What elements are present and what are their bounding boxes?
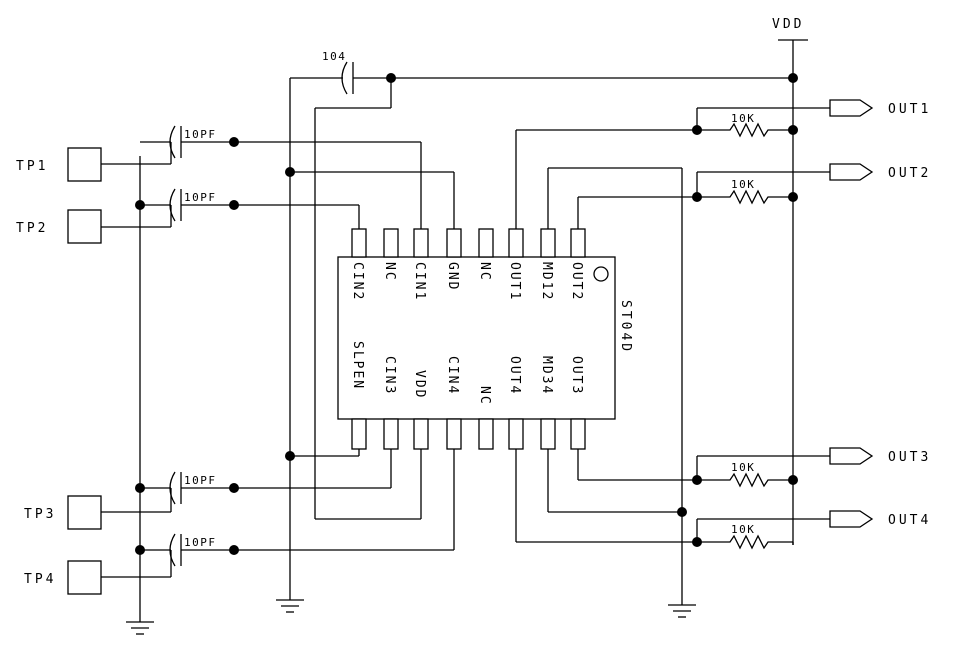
pin-label-out3: OUT3 (569, 356, 584, 395)
pin-label-md12: MD12 (539, 262, 554, 301)
junction-dots (135, 73, 798, 555)
output-port-out4 (829, 510, 874, 528)
pin-label-out2: OUT2 (569, 262, 584, 301)
sense-cap-1: 10PF (140, 125, 421, 164)
svg-text:10K: 10K (731, 461, 755, 474)
svg-text:10K: 10K (731, 523, 755, 536)
ic-st04d: ST04D (337, 256, 633, 420)
svg-text:10PF: 10PF (184, 191, 217, 204)
svg-text:TP4: TP4 (24, 572, 56, 587)
pin-label-cin3: CIN3 (382, 356, 397, 395)
ic-bottom-pin-labels: SLPEN CIN3 VDD CIN4 NC OUT4 MD34 OUT3 (350, 341, 584, 406)
left-ground-bus (126, 156, 154, 635)
touch-pad-tp1: TP1 (16, 147, 171, 182)
gnd-net-ground (276, 599, 304, 613)
pin-label-vdd: VDD (412, 370, 427, 399)
vdd-rail: VDD (772, 17, 808, 545)
vdd-label: VDD (772, 17, 804, 32)
pullup-out3: 10K OUT3 (696, 447, 931, 488)
output-port-out1 (829, 99, 874, 117)
svg-text:10PF: 10PF (184, 536, 217, 549)
pin-label-out1: OUT1 (507, 262, 522, 301)
output-label-out3: OUT3 (888, 450, 931, 465)
pin-label-md34: MD34 (539, 356, 554, 395)
decoupling-cap-value: 104 (322, 50, 346, 63)
ic-top-pin-labels: CIN2 NC CIN1 GND NC OUT1 MD12 OUT2 (350, 262, 584, 301)
svg-text:10K: 10K (731, 112, 755, 125)
md-ground (668, 178, 696, 618)
pin-label-cin1: CIN1 (412, 262, 427, 301)
pin-label-out4: OUT4 (507, 356, 522, 395)
touch-pad-tp4: TP4 (24, 560, 171, 595)
pin-label-cin2: CIN2 (350, 262, 365, 301)
output-label-out4: OUT4 (888, 513, 931, 528)
touch-pad-tp3: TP3 (24, 495, 171, 530)
output-port-out2 (829, 163, 874, 181)
pin-label-cin4: CIN4 (445, 356, 460, 395)
decoupling-capacitor: 104 (289, 50, 793, 600)
pin1-marker (593, 266, 609, 282)
pin-label-nc: NC (477, 386, 492, 406)
pin-label-nc: NC (382, 262, 397, 282)
svg-text:10K: 10K (731, 178, 755, 191)
ic-name: ST04D (618, 300, 633, 354)
pullup-out1: 10K OUT1 (696, 99, 931, 138)
output-label-out1: OUT1 (888, 102, 931, 117)
ic-top-pins (351, 228, 586, 258)
bottom-pin-wiring (290, 449, 697, 550)
ic-bottom-pins (351, 418, 586, 450)
pullup-out2: 10K OUT2 (696, 163, 931, 205)
top-pin-wiring (290, 129, 697, 229)
sense-cap-4: 10PF (140, 533, 454, 577)
output-label-out2: OUT2 (888, 166, 931, 181)
svg-text:TP2: TP2 (16, 221, 48, 236)
pullup-out4: 10K OUT4 (696, 510, 931, 550)
output-port-out3 (829, 447, 874, 465)
pin-label-slpen: SLPEN (350, 341, 365, 390)
svg-text:TP1: TP1 (16, 159, 48, 174)
touch-pad-tp2: TP2 (16, 209, 171, 244)
svg-text:10PF: 10PF (184, 474, 217, 487)
pin-label-gnd: GND (445, 262, 460, 291)
svg-text:TP3: TP3 (24, 507, 56, 522)
sense-cap-2: 10PF (140, 188, 359, 227)
svg-text:10PF: 10PF (184, 128, 217, 141)
sense-cap-3: 10PF (140, 471, 391, 512)
pin-label-nc: NC (477, 262, 492, 282)
